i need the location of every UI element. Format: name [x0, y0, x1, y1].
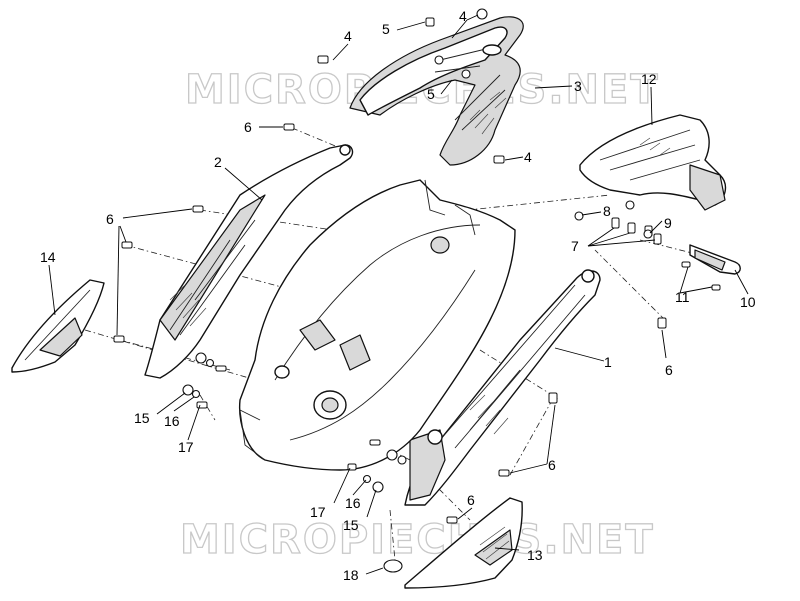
- callout-12: 12: [641, 71, 657, 87]
- part-right-reflector-cover: [404, 497, 523, 589]
- callout-6-d: 6: [548, 457, 556, 473]
- callout-4-c: 4: [524, 149, 532, 165]
- part-rear-bracket: [579, 114, 727, 211]
- part-rear-fender: [238, 179, 516, 471]
- callout-6-e: 6: [467, 492, 475, 508]
- callout-17-b: 17: [310, 504, 326, 520]
- callout-2: 2: [214, 154, 222, 170]
- callout-1: 1: [604, 354, 612, 370]
- callout-14: 14: [40, 249, 56, 265]
- callout-11: 11: [675, 289, 690, 305]
- callout-6-c: 6: [665, 362, 673, 378]
- callout-10: 10: [740, 294, 756, 310]
- callout-4-b: 4: [459, 8, 467, 24]
- callout-17-a: 17: [178, 439, 194, 455]
- part-left-reflector-cover: [11, 279, 105, 373]
- fasteners-washers: [182, 8, 653, 573]
- callout-8: 8: [603, 203, 611, 219]
- callout-4-a: 4: [344, 28, 352, 44]
- callout-7: 7: [571, 238, 579, 254]
- callout-15-b: 15: [343, 517, 359, 533]
- callout-9: 9: [664, 215, 672, 231]
- callout-5-a: 5: [382, 21, 390, 37]
- callout-labels: 1 2 3 4 4 4 5 5 6 6 6 6 6 7 8 9 10 11 12…: [40, 8, 756, 583]
- callout-18: 18: [343, 567, 359, 583]
- callout-6-a: 6: [244, 119, 252, 135]
- callout-16-a: 16: [164, 413, 180, 429]
- part-left-side-rail: [144, 144, 354, 379]
- callout-15-a: 15: [134, 410, 150, 426]
- callout-13: 13: [527, 547, 543, 563]
- callout-16-b: 16: [345, 495, 361, 511]
- watermark-bottom: MICROPIECHES.NET: [180, 517, 655, 563]
- callout-5-b: 5: [427, 86, 435, 102]
- part-plate-bracket: [689, 244, 741, 275]
- part-right-side-rail: [404, 269, 601, 506]
- callout-6-b: 6: [106, 211, 114, 227]
- callout-3: 3: [574, 78, 582, 94]
- part-rear-grab-rail: [349, 16, 524, 166]
- callout-leader-lines: [48, 14, 749, 575]
